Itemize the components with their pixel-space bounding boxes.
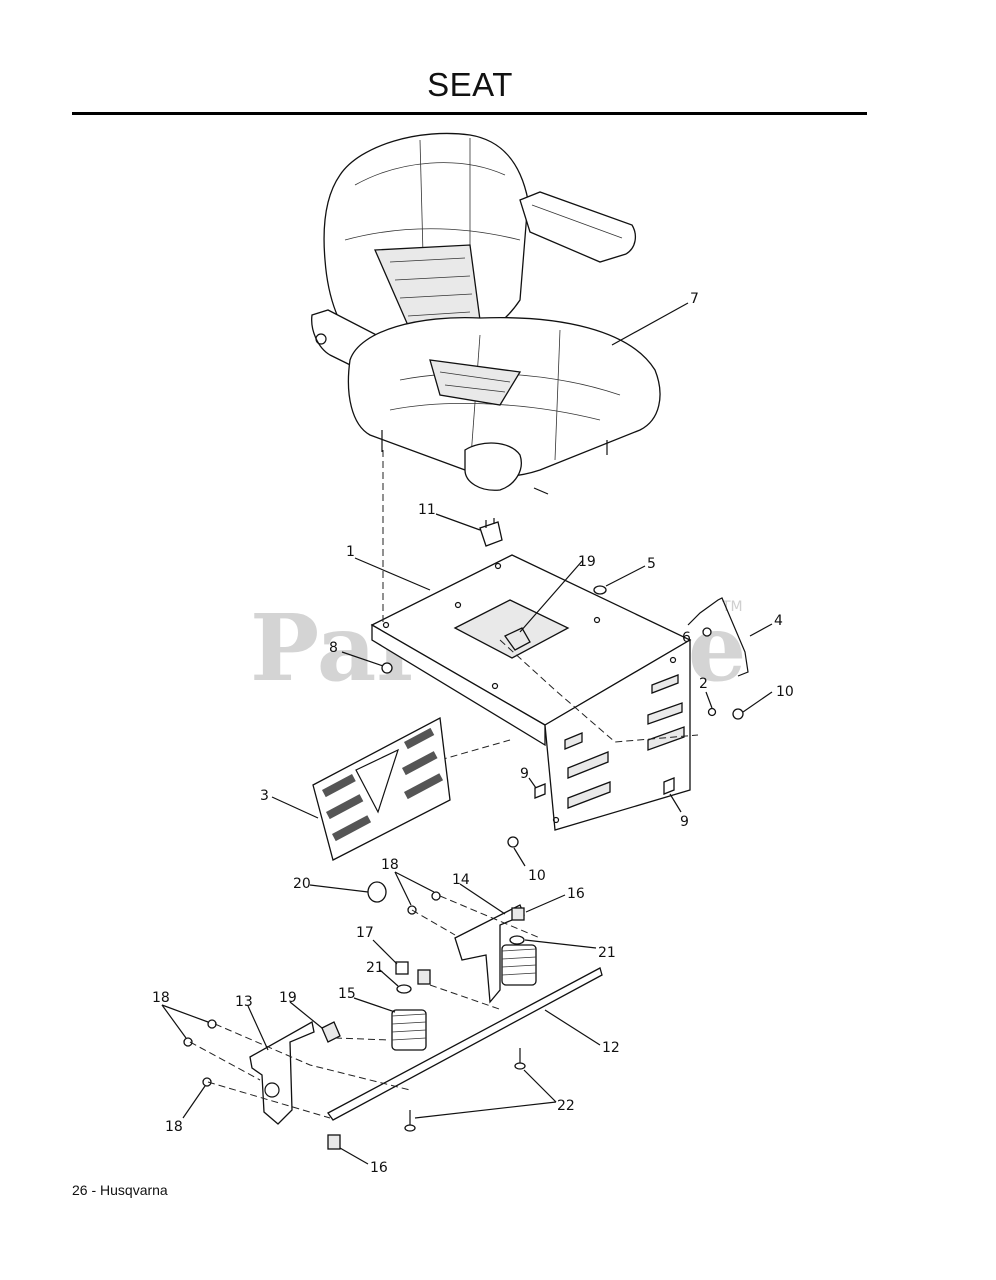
callout-9-left: 9 (520, 766, 529, 782)
callout-3: 3 (260, 788, 269, 804)
callout-labels: 1 2 3 4 5 6 7 8 9 9 10 10 11 12 13 14 15… (152, 291, 794, 1176)
nut-part-8 (381, 662, 393, 674)
callout-21-right: 21 (598, 945, 616, 961)
callout-4: 4 (774, 613, 783, 629)
spring-part-15-right (501, 944, 537, 986)
callout-18-left: 18 (152, 990, 170, 1006)
callout-10-bottom: 10 (528, 868, 546, 884)
callout-8: 8 (329, 640, 338, 656)
bracket-part-19-lower (321, 1021, 341, 1043)
bolt-part-18-d (207, 1019, 217, 1029)
callout-16-top: 16 (567, 886, 585, 902)
nut-part-6 (702, 627, 712, 637)
bushing-part-20 (367, 881, 387, 903)
rod-part-4 (687, 597, 749, 677)
leader-lines (161, 302, 773, 1165)
page-title: SEAT (427, 66, 513, 103)
screw-part-2 (707, 707, 717, 717)
callout-19-lower: 19 (279, 990, 297, 1006)
spring-part-15-left (391, 1009, 427, 1051)
nut-part-10-bottom (507, 836, 519, 848)
callout-15: 15 (338, 986, 356, 1002)
callout-16-bottom: 16 (370, 1160, 388, 1176)
clip-part-16-bottom (327, 1134, 341, 1150)
bracket-part-19-top (504, 627, 531, 651)
callout-2: 2 (699, 676, 708, 692)
callout-12: 12 (602, 1040, 620, 1056)
page-footer: 26 - Husqvarna (72, 1182, 168, 1198)
callout-6: 6 (682, 630, 691, 646)
callout-21-left: 21 (366, 960, 384, 976)
callout-10-right: 10 (776, 684, 794, 700)
callout-1: 1 (346, 544, 355, 560)
knob-part-5 (593, 585, 607, 595)
washer-part-21-right (509, 935, 525, 945)
title-rule (72, 112, 867, 115)
callout-5: 5 (647, 556, 656, 572)
pin-part-22-right (514, 1048, 526, 1070)
clip-part-16-mid (417, 969, 431, 985)
washer-part-21-left (396, 984, 412, 994)
nut-part-10-right (732, 708, 744, 720)
bolt-part-9-left (534, 783, 546, 799)
grille-part-3 (312, 716, 451, 861)
bolt-part-18-c (183, 1037, 193, 1047)
callout-18-bottom: 18 (165, 1119, 183, 1135)
callout-7: 7 (690, 291, 699, 307)
watermark-tm: TM (721, 599, 743, 615)
bolt-part-9-right (663, 777, 675, 795)
seat-pan-part-1 (370, 554, 692, 831)
bolt-part-18-e (202, 1077, 212, 1087)
switch-part-11 (479, 518, 503, 547)
bracket-part-13 (249, 1020, 315, 1125)
pin-part-22-left (404, 1110, 416, 1132)
callout-20: 20 (293, 876, 311, 892)
callout-17: 17 (356, 925, 374, 941)
rail-part-12 (327, 967, 603, 1121)
callout-13: 13 (235, 994, 253, 1010)
nut-part-17 (395, 961, 409, 975)
callout-11: 11 (418, 502, 436, 518)
callout-9-right: 9 (680, 814, 689, 830)
callout-18-top: 18 (381, 857, 399, 873)
bolt-part-18-b (431, 891, 441, 901)
clip-part-16-top (511, 907, 525, 921)
callout-22: 22 (557, 1098, 575, 1114)
callout-14: 14 (452, 872, 470, 888)
seat-part-7 (311, 132, 661, 495)
callout-19-top: 19 (578, 554, 596, 570)
